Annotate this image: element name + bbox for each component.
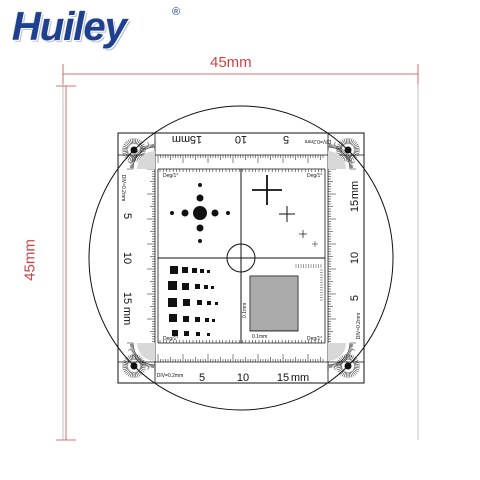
left-scale-10: 10 — [121, 252, 133, 264]
top-scale: 15 mm 10 5 DIV=0.2mm — [172, 133, 331, 145]
grid-label-side: 0.1mm — [242, 303, 248, 318]
right-scale-unit: mm — [349, 181, 361, 199]
deg-label-top-right: Deg/1° — [307, 173, 322, 179]
bottom-scale: 5 10 15 mm DIV=0.2mm — [157, 372, 309, 384]
left-scale: 5 10 15 mm DIV=0.2mm — [120, 175, 133, 325]
brand-logo: Huiley ® — [12, 4, 202, 54]
left-scale-5: 5 — [121, 213, 133, 219]
deg-label-bottom-left: Deg/1° — [163, 336, 178, 342]
fine-grid-border — [249, 275, 299, 332]
corner-protractors — [122, 138, 360, 378]
dimension-lines — [56, 64, 419, 441]
left-div-label: DIV=0.2mm — [120, 175, 126, 202]
ruler-ticks — [147, 155, 336, 362]
grid-labels: 0.1mm 0.1mm — [242, 303, 267, 340]
left-scale-unit: mm — [121, 307, 133, 325]
bottom-div-label: DIV=0.2mm — [157, 373, 184, 379]
deg-label-top-left: Deg/1° — [163, 173, 178, 179]
top-scale-10: 10 — [235, 133, 247, 145]
bottom-scale-10: 10 — [237, 372, 249, 384]
top-scale-15: 15 — [190, 133, 202, 145]
outer-circle — [88, 105, 394, 411]
width-dimension-label: 45mm — [210, 54, 252, 71]
bottom-scale-unit: mm — [291, 372, 309, 384]
registered-mark: ® — [172, 6, 181, 18]
logo-text: Huiley — [12, 5, 127, 49]
top-scale-5: 5 — [283, 133, 289, 145]
corner-dot — [344, 146, 352, 154]
right-scale-5: 5 — [349, 295, 361, 301]
corner-dot — [130, 146, 138, 154]
grid-label-bottom: 0.1mm — [252, 334, 267, 340]
right-scale-15: 15 — [349, 200, 361, 212]
left-scale-15: 15 — [121, 292, 133, 304]
deg-label-bottom-right: Deg/1° — [307, 336, 322, 342]
square-targets — [168, 266, 218, 336]
corner-dot — [344, 362, 352, 370]
bottom-scale-5: 5 — [199, 372, 205, 384]
bottom-scale-15: 15 — [277, 372, 289, 384]
cross-targets — [252, 175, 318, 247]
right-scale: 15 mm 10 5 DIV=0.2mm — [349, 181, 362, 339]
fine-grid — [249, 264, 323, 331]
protractor-fills — [137, 151, 346, 361]
right-scale-10: 10 — [349, 252, 361, 264]
top-scale-unit: mm — [172, 133, 190, 145]
right-div-label: DIV=0.2mm — [356, 313, 362, 340]
top-div-label: DIV=0.2mm — [305, 138, 332, 144]
center-circle — [226, 243, 256, 273]
square-frame — [117, 132, 365, 384]
corner-dot — [130, 362, 138, 370]
dot-target — [170, 183, 230, 243]
deg-labels: Deg/1° Deg/1° Deg/1° Deg/1° — [163, 173, 322, 342]
